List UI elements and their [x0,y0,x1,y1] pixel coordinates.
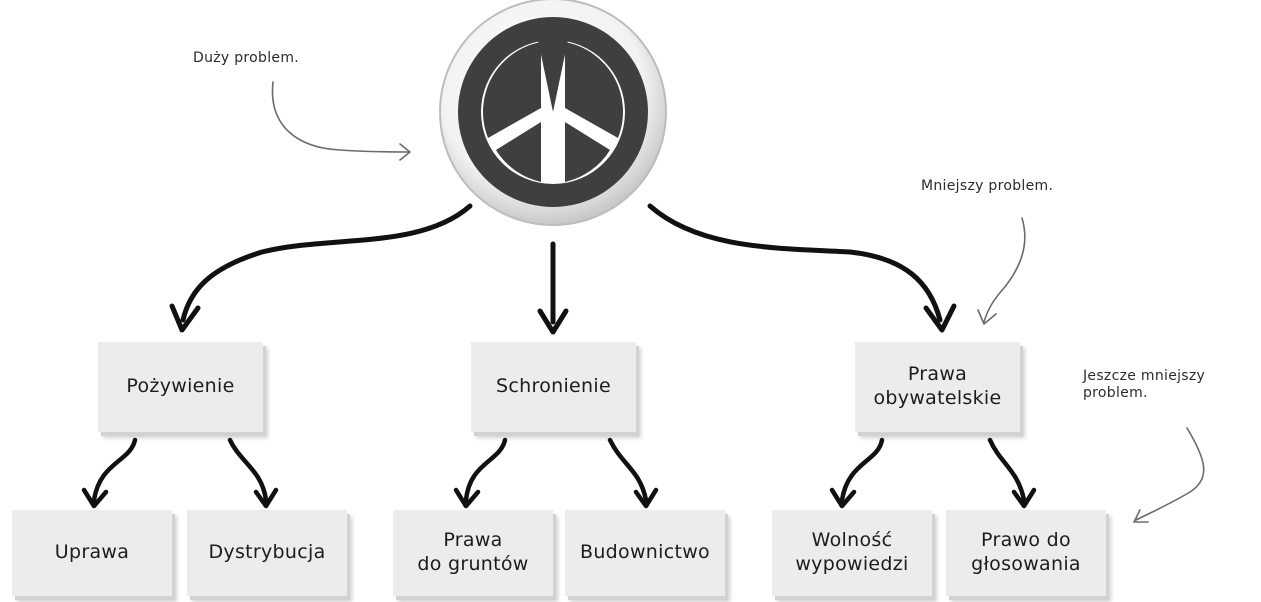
arrowhead-shelter [537,308,569,335]
arrow-root-to-civil-rights [647,203,943,323]
note-arrow-smaller [983,217,1026,323]
annotation-smallest-problem: Jeszcze mniejszy problem. [1083,368,1206,401]
arrow-civil-to-speech [839,437,885,503]
node-shelter-label: Schronienie [496,375,611,398]
arrowhead-food [169,303,201,333]
arrow-civil-to-voting [987,437,1027,503]
annotation-smaller-problem: Mniejszy problem. [921,178,1054,194]
node-construction-label: Budownictwo [580,541,710,564]
peace-symbol-icon [439,0,667,226]
arrowhead-construction [633,487,659,509]
node-civil-rights-label: Prawa obywatelskie [873,363,1002,409]
node-civil-rights: Prawa obywatelskie [855,342,1020,432]
node-food-label: Pożywienie [126,375,235,398]
arrowhead-speech [829,487,857,509]
arrow-shelter-to-construction [607,437,649,503]
node-cultivation-label: Uprawa [54,541,130,564]
arrow-root-to-food [180,203,473,323]
node-land-rights-label: Prawa do gruntów [417,529,529,575]
note-arrow-smallest [1135,427,1205,521]
note-arrowhead-big [399,143,411,161]
node-food: Pożywienie [98,342,263,432]
arrowhead-voting [1011,487,1037,509]
note-arrow-big [271,81,409,153]
arrow-food-to-cultivation [91,437,138,503]
node-voting-rights: Prawo do głosowania [946,510,1106,596]
node-shelter: Schronienie [471,342,636,432]
node-land-rights: Prawa do gruntów [393,510,553,596]
arrow-shelter-to-land-rights [463,437,508,503]
note-arrowhead-smallest [1133,509,1149,523]
node-cultivation: Uprawa [12,510,172,596]
node-free-speech-label: Wolność wypowiedzi [795,529,909,575]
arrow-food-to-distribution [227,437,269,503]
node-free-speech: Wolność wypowiedzi [772,510,932,596]
node-voting-rights-label: Prawo do głosowania [971,529,1081,575]
annotation-big-problem: Duży problem. [193,50,300,66]
arrowhead-civil-rights [923,303,957,333]
arrowhead-land-rights [453,487,481,509]
node-construction: Budownictwo [565,510,725,596]
arrowhead-distribution [253,487,279,509]
note-arrowhead-smaller [977,309,997,325]
node-distribution: Dystrybucja [187,510,347,596]
node-distribution-label: Dystrybucja [208,541,326,564]
arrowhead-cultivation [81,487,109,509]
